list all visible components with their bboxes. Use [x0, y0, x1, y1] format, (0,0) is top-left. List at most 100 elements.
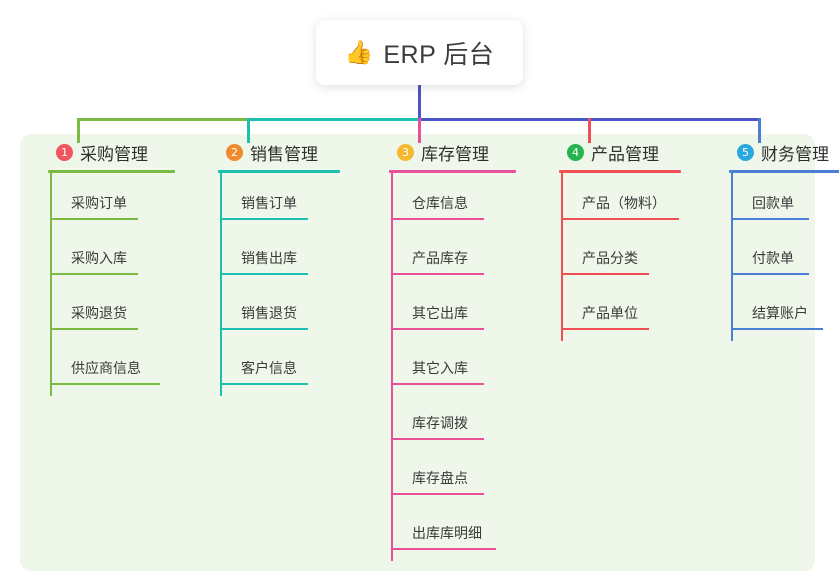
branch-item-rule: [220, 328, 308, 330]
branch-accent-rule: [48, 170, 175, 173]
branch-item[interactable]: 客户信息: [208, 338, 368, 393]
branch-item-label: 采购退货: [71, 305, 127, 321]
branch-item-label: 库存调拨: [412, 415, 468, 431]
branch-column-3: 3 库存管理仓库信息产品库存其它出库其它入库库存调拨库存盘点出库库明细: [379, 134, 539, 561]
branch-item[interactable]: 销售出库: [208, 228, 368, 283]
branch-title: 财务管理: [761, 144, 829, 164]
branch-item[interactable]: 销售订单: [208, 173, 368, 228]
branch-item-rule: [50, 328, 138, 330]
branch-item-rule: [50, 273, 138, 275]
branch-item-label: 产品分类: [582, 250, 638, 266]
branch-item[interactable]: 产品库存: [379, 228, 539, 283]
branch-spine: [731, 173, 733, 341]
branch-item-label: 采购入库: [71, 250, 127, 266]
branch-number-badge: 3: [397, 143, 414, 161]
branch-item-rule: [391, 383, 484, 385]
branch-title: 销售管理: [250, 144, 318, 164]
branch-item[interactable]: 采购订单: [38, 173, 198, 228]
branch-item-rule: [50, 218, 138, 220]
branch-item[interactable]: 库存调拨: [379, 393, 539, 448]
branch-items: 采购订单采购入库采购退货供应商信息: [38, 173, 198, 396]
branch-item[interactable]: 产品（物料）: [549, 173, 709, 228]
branch-number-badge: 5: [737, 143, 754, 161]
branch-title: 采购管理: [80, 144, 148, 164]
branch-item[interactable]: 付款单: [719, 228, 839, 283]
branch-item-label: 仓库信息: [412, 195, 468, 211]
root-node[interactable]: 👍 ERP 后台: [316, 20, 523, 85]
branch-spine: [220, 173, 222, 396]
branch-item-label: 采购订单: [71, 195, 127, 211]
branch-item-label: 客户信息: [241, 360, 297, 376]
branch-number-badge: 4: [567, 143, 584, 161]
branch-item-rule: [561, 273, 649, 275]
branch-item-label: 回款单: [752, 195, 794, 211]
branch-item-rule: [220, 218, 308, 220]
branch-item-label: 销售出库: [241, 250, 297, 266]
branch-item[interactable]: 结算账户: [719, 283, 839, 338]
branch-item[interactable]: 其它出库: [379, 283, 539, 338]
branch-spine: [561, 173, 563, 341]
branch-item-rule: [391, 548, 496, 550]
thumbs-up-icon: 👍: [344, 39, 374, 65]
branch-accent-rule: [218, 170, 340, 173]
branch-title: 库存管理: [421, 144, 489, 164]
branch-item[interactable]: 回款单: [719, 173, 839, 228]
branch-item[interactable]: 供应商信息: [38, 338, 198, 393]
branch-item-label: 付款单: [752, 250, 794, 266]
branch-item-rule: [561, 218, 679, 220]
branch-items: 销售订单销售出库销售退货客户信息: [208, 173, 368, 396]
branch-item-label: 结算账户: [752, 305, 808, 321]
branch-number-badge: 1: [56, 143, 73, 161]
branch-column-1: 1 采购管理采购订单采购入库采购退货供应商信息: [38, 134, 198, 396]
branch-item-label: 产品单位: [582, 305, 638, 321]
branch-header-3[interactable]: 3 库存管理: [379, 134, 539, 170]
branch-item-rule: [561, 328, 649, 330]
branch-header-4[interactable]: 4 产品管理: [549, 134, 709, 170]
branch-item[interactable]: 仓库信息: [379, 173, 539, 228]
branch-item[interactable]: 其它入库: [379, 338, 539, 393]
branch-columns: 1 采购管理采购订单采购入库采购退货供应商信息 2 销售管理销售订单销售出库销售退货客…: [20, 134, 839, 571]
branch-item-label: 库存盘点: [412, 470, 468, 486]
branch-item-label: 其它入库: [412, 360, 468, 376]
branch-item-rule: [50, 383, 160, 385]
branch-item-label: 销售订单: [241, 195, 297, 211]
branch-number-badge: 2: [226, 143, 243, 161]
branch-item-label: 其它出库: [412, 305, 468, 321]
branch-header-2[interactable]: 2 销售管理: [208, 134, 368, 170]
branch-item[interactable]: 采购退货: [38, 283, 198, 338]
branch-column-4: 4 产品管理产品（物料） 产品分类产品单位: [549, 134, 709, 341]
branch-item[interactable]: 出库库明细: [379, 503, 539, 558]
branch-header-1[interactable]: 1 采购管理: [38, 134, 198, 170]
branch-title: 产品管理: [591, 144, 659, 164]
branch-column-2: 2 销售管理销售订单销售出库销售退货客户信息: [208, 134, 368, 396]
branch-item-rule: [731, 273, 809, 275]
branch-spine: [391, 173, 393, 561]
branch-item-label: 产品库存: [412, 250, 468, 266]
branch-item-label: 产品（物料）: [582, 195, 666, 211]
branch-spine: [50, 173, 52, 396]
branch-item-rule: [731, 218, 809, 220]
branch-item-rule: [220, 383, 308, 385]
branch-item-label: 出库库明细: [412, 525, 482, 541]
branch-item[interactable]: 库存盘点: [379, 448, 539, 503]
branch-accent-rule: [389, 170, 516, 173]
branch-item[interactable]: 产品分类: [549, 228, 709, 283]
branch-column-5: 5 财务管理回款单付款单结算账户: [719, 134, 839, 341]
branch-item-rule: [391, 438, 484, 440]
branch-item[interactable]: 采购入库: [38, 228, 198, 283]
branch-item-rule: [731, 328, 823, 330]
branch-header-5[interactable]: 5 财务管理: [719, 134, 839, 170]
branch-item[interactable]: 产品单位: [549, 283, 709, 338]
branch-item-rule: [391, 273, 484, 275]
branch-item-label: 供应商信息: [71, 360, 141, 376]
branch-accent-rule: [729, 170, 839, 173]
branch-item-rule: [391, 218, 484, 220]
branch-item-rule: [391, 328, 484, 330]
branch-accent-rule: [559, 170, 681, 173]
branch-items: 产品（物料） 产品分类产品单位: [549, 173, 709, 341]
branch-item[interactable]: 销售退货: [208, 283, 368, 338]
branch-item-rule: [220, 273, 308, 275]
branch-item-label: 销售退货: [241, 305, 297, 321]
root-title: ERP 后台: [383, 40, 495, 69]
